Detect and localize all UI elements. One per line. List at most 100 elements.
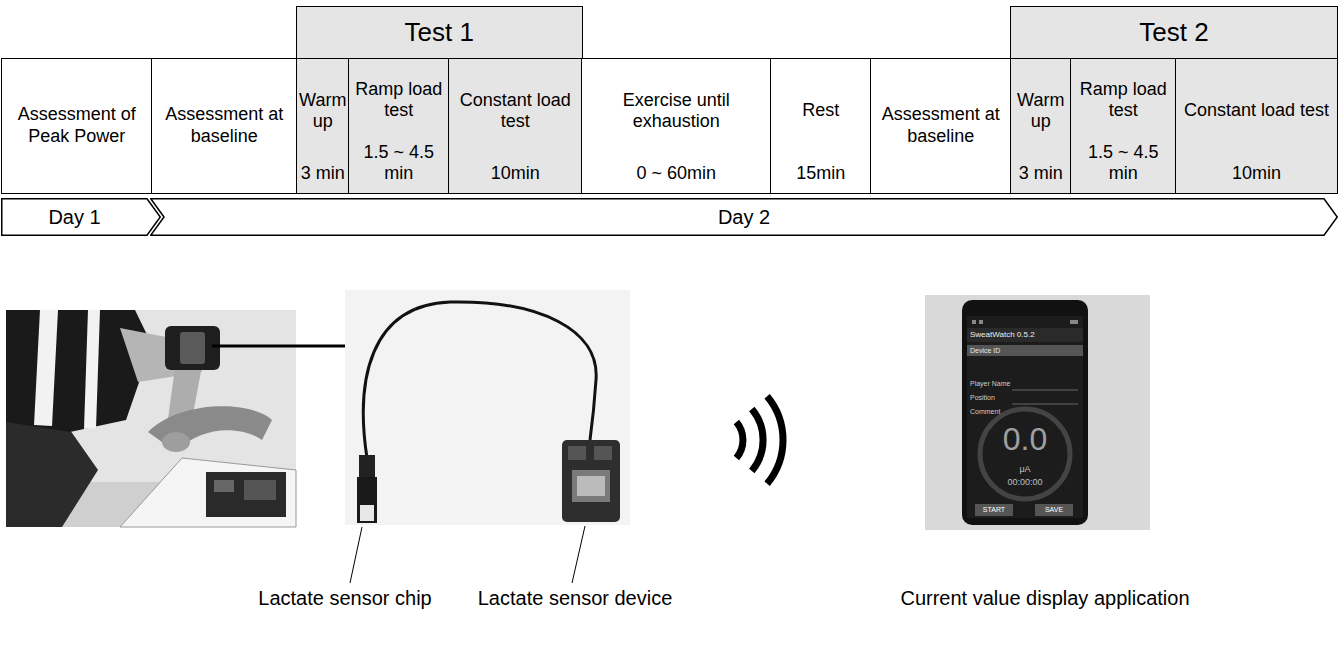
step-name: Day 1	[1, 198, 161, 236]
app-title: SweatWatch 0.5.2	[970, 331, 1035, 339]
rider-hand	[162, 432, 190, 452]
label-slot: Player Name	[970, 380, 1010, 387]
device-button	[594, 446, 612, 460]
step-name: Day 2	[150, 198, 1338, 236]
step-name: Ramp load test	[349, 59, 449, 142]
device-button	[568, 446, 586, 460]
label-slot: SAVE	[1045, 506, 1063, 513]
field-label: Device ID	[970, 347, 1000, 354]
handlebar	[148, 406, 272, 452]
rider-torso	[6, 310, 152, 432]
step-duration: 3 min	[297, 163, 349, 193]
console-display	[244, 480, 276, 500]
armband	[165, 326, 220, 370]
field-label: Player Name	[970, 380, 1010, 387]
label-slot: Lactate sensor device	[478, 588, 673, 608]
lactate-sensor-chip	[357, 477, 377, 523]
device-window-inner	[577, 476, 605, 496]
step-name: Test 2	[1011, 7, 1337, 59]
current-value: 0.0	[1003, 423, 1047, 455]
shirt-stripe	[34, 310, 58, 426]
step-cell: Constant load test10min	[448, 58, 583, 194]
chip-connector	[359, 455, 375, 477]
step-duration: 1.5 ~ 4.5 min	[1071, 142, 1176, 193]
bike-console	[206, 472, 286, 517]
day-arrow: Day 2	[150, 198, 1338, 236]
step-name: Assessment at baseline	[152, 59, 297, 193]
step-cell: Warm up3 min	[296, 58, 350, 194]
app-bar	[967, 328, 1083, 342]
console-button	[214, 480, 234, 492]
step-name: Assessment at baseline	[871, 59, 1011, 193]
label-slot: Lactate sensor chip	[258, 588, 431, 608]
step-name: Rest	[771, 59, 871, 163]
part-caption: Lactate sensor device	[478, 588, 673, 608]
bike-body	[120, 458, 296, 527]
arrow-outline	[151, 199, 1338, 236]
chip-tip	[360, 505, 374, 521]
phone-screen	[967, 316, 1083, 518]
step-cell: Ramp load test1.5 ~ 4.5 min	[348, 58, 450, 194]
step-cell: Assessment at baseline	[151, 58, 298, 194]
label-slot: 00:00:00	[1007, 478, 1042, 487]
label-slot: Current value display application	[900, 588, 1189, 608]
label-slot: Position	[970, 394, 995, 401]
sensor-cable	[363, 302, 596, 458]
step-duration: 15min	[771, 163, 871, 193]
field-label: Position	[970, 394, 995, 401]
gauge-ring	[980, 409, 1070, 499]
wireless-wave	[752, 409, 763, 471]
step-cell: Assessment at baseline	[870, 58, 1012, 194]
step-name: Constant load test	[1176, 59, 1337, 163]
step-duration: 1.5 ~ 4.5 min	[349, 142, 449, 193]
input-line	[1012, 390, 1078, 391]
step-cell: Constant load test10min	[1175, 58, 1338, 194]
leader-line	[350, 527, 362, 583]
photo-background	[6, 310, 296, 527]
wireless-wave	[736, 422, 743, 458]
app-button	[975, 504, 1013, 516]
lactate-sensor-device	[562, 440, 620, 522]
step-cell: Ramp load test1.5 ~ 4.5 min	[1070, 58, 1177, 194]
photo-background	[925, 295, 1150, 530]
button-label: START	[983, 506, 1005, 513]
armband-device	[180, 332, 205, 364]
label-slot: SweatWatch 0.5.2	[970, 331, 1035, 339]
leader-line	[572, 526, 585, 583]
phase-header: Test 2	[1010, 6, 1338, 60]
part-caption: Lactate sensor chip	[258, 588, 431, 608]
step-duration: 0 ~ 60min	[582, 163, 771, 193]
step-cell: Rest15min	[770, 58, 872, 194]
label-slot: 0.0	[1003, 423, 1047, 455]
device-window	[572, 470, 610, 502]
device-id-bar	[967, 345, 1083, 356]
label-slot: Comment	[970, 408, 1000, 415]
app-button	[1035, 504, 1073, 516]
button-label: SAVE	[1045, 506, 1063, 513]
label-slot: Device ID	[970, 347, 1000, 354]
arrow-outline	[2, 199, 161, 236]
status-icon	[972, 320, 976, 324]
timer-text: 00:00:00	[1007, 478, 1042, 487]
status-icon	[979, 320, 983, 324]
field-label: Comment	[970, 408, 1000, 415]
day-arrow: Day 1	[1, 198, 161, 236]
step-name: Constant load test	[449, 59, 582, 163]
step-duration: 3 min	[1011, 163, 1071, 193]
rider-leg	[6, 420, 98, 527]
phone-body	[962, 300, 1088, 525]
step-cell: Assessment of Peak Power	[1, 58, 153, 194]
unit-text: μA	[1019, 465, 1030, 474]
step-name: Exercise until exhaustion	[582, 59, 771, 163]
step-duration: 10min	[449, 163, 582, 193]
status-icon	[1070, 320, 1078, 324]
step-name: Assessment of Peak Power	[2, 59, 152, 193]
step-cell: Exercise until exhaustion0 ~ 60min	[581, 58, 772, 194]
step-cell: Warm up3 min	[1010, 58, 1072, 194]
label-slot: START	[983, 506, 1005, 513]
step-name: Warm up	[1011, 59, 1071, 163]
step-name: Warm up	[297, 59, 349, 163]
photo-background	[345, 290, 630, 525]
wireless-wave	[767, 396, 783, 483]
